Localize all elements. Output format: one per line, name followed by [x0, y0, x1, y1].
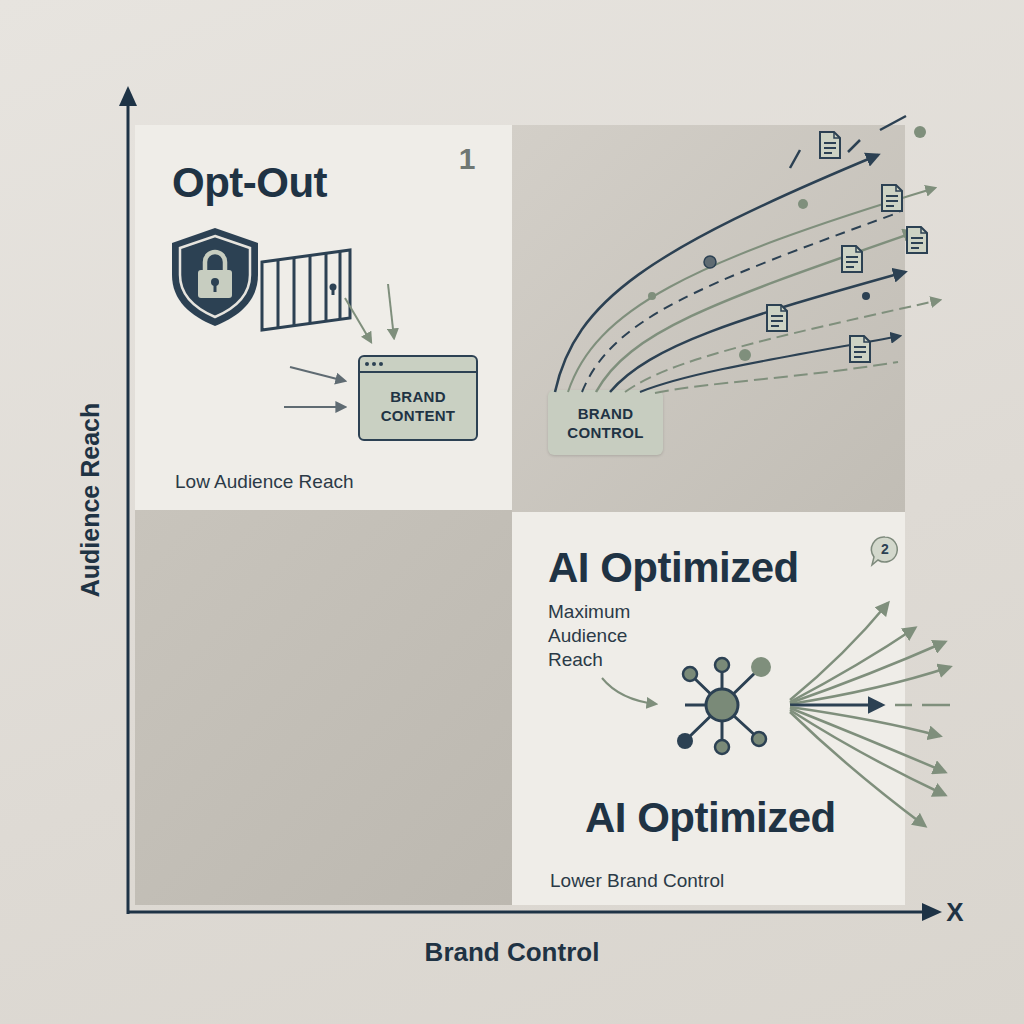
callout-number: 1 [452, 142, 482, 176]
content-box: BRAND CONTENT [358, 355, 478, 441]
content-stream [655, 362, 898, 393]
stream-dot [648, 292, 656, 300]
document-icon [850, 336, 870, 362]
quadrant-note: Low Audience Reach [175, 470, 354, 494]
quadrant-note: Lower Brand Control [550, 869, 724, 893]
quadrant-panel [135, 510, 512, 905]
box-label: BRAND CONTROL [548, 404, 663, 442]
y-axis [127, 104, 130, 914]
axis-end-label: X [940, 896, 970, 928]
stream-dot [739, 349, 751, 361]
document-icon [767, 305, 787, 331]
axis-title: Brand Control [312, 935, 712, 969]
quadrant-panel: AI OptimizedMaximum Audience ReachAI Opt… [512, 512, 905, 905]
content-stream [610, 272, 905, 392]
stream-dash [790, 116, 906, 168]
stream-dot [798, 199, 808, 209]
quadrant-note: Maximum Audience Reach [548, 600, 660, 672]
callout-number: 2 [872, 537, 898, 561]
document-icon [907, 227, 927, 253]
stream-dot [914, 126, 926, 138]
control-box: BRAND CONTROL [548, 390, 663, 455]
document-icon [842, 246, 862, 272]
quadrant-title: AI Optimized [548, 544, 799, 592]
document-icon [820, 132, 840, 158]
axis-arrowhead [922, 903, 942, 921]
content-stream [640, 336, 900, 392]
stream-dot [862, 292, 870, 300]
quadrant-panel: Opt-OutLow Audience Reach BRAND CONTENT [135, 125, 512, 510]
box-label: BRAND CONTENT [360, 387, 476, 425]
content-stream [596, 232, 915, 392]
document-icon [882, 185, 902, 211]
content-stream [625, 300, 940, 392]
axis-title: Audience Reach [75, 350, 105, 650]
quadrant-title: AI Optimized [585, 794, 836, 842]
quadrant-title: Opt-Out [172, 159, 327, 207]
axis-arrowhead [119, 86, 137, 106]
content-stream [568, 188, 935, 392]
content-stream [555, 155, 878, 392]
quadrant-panel [512, 125, 905, 512]
stream-dot [704, 256, 716, 268]
x-axis [127, 911, 924, 914]
content-stream [582, 212, 900, 392]
